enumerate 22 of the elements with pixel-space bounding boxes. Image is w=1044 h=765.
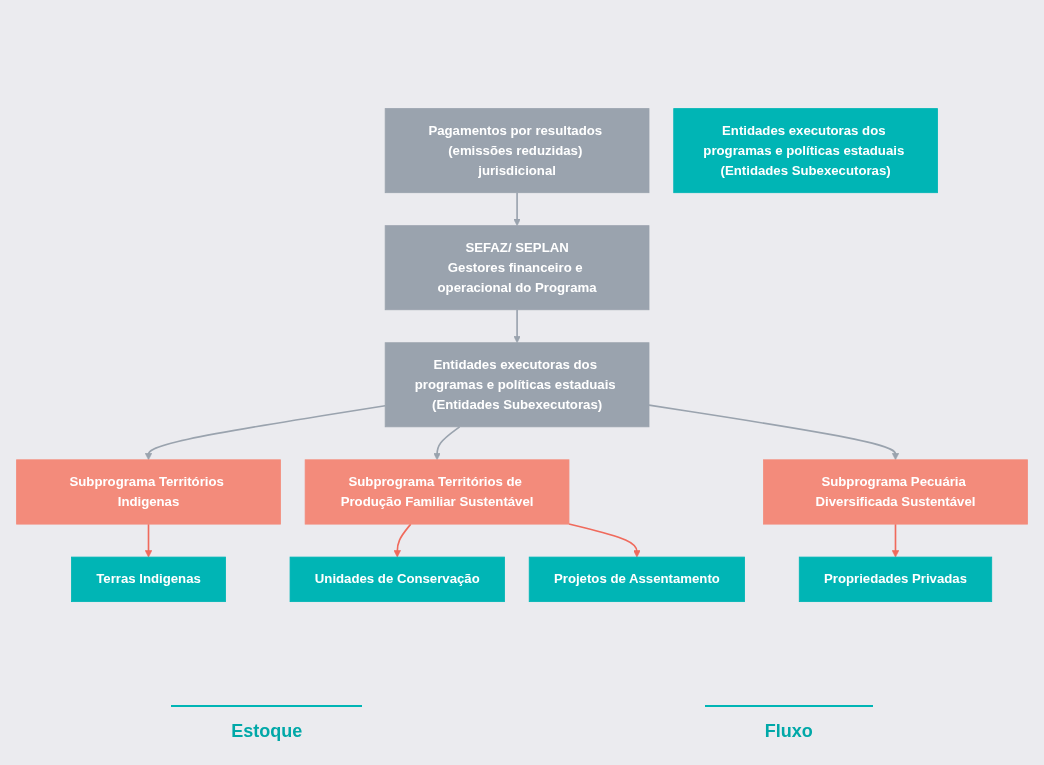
node-box: Pagamentos por resultados (emissões reduzidas) jurisdicional — [384, 108, 650, 193]
node-box: Terras Indigenas — [71, 556, 226, 602]
node-box: Propriedades Privadas — [798, 556, 993, 602]
arrow — [144, 523, 153, 558]
arrow — [568, 523, 641, 558]
node-box: Entidades executoras dos programas e políticas estaduais (Entidades Subexecutoras) — [384, 342, 650, 428]
node-box: Subprograma Pecuária Diversificada Sustentável — [763, 459, 1028, 525]
arrow — [433, 425, 461, 461]
node-box: Projetos de Assentamento — [528, 556, 745, 602]
arrow — [513, 308, 521, 343]
node-box: Subprograma Territórios Indigenas — [16, 459, 281, 525]
bracket-label: Fluxo — [704, 705, 873, 742]
arrow — [513, 191, 521, 226]
node-box: SEFAZ/ SEPLAN Gestores financeiro e operacional do Programa — [384, 225, 650, 311]
bracket-label: Estoque — [171, 705, 363, 742]
node-box: Unidades de Conservação — [289, 556, 505, 602]
node-box: Subprograma Territórios de Produção Familiar Sustentável — [304, 459, 570, 525]
arrow — [393, 523, 412, 558]
arrow — [648, 404, 900, 461]
node-box: Entidades executoras dos programas e políticas estaduais (Entidades Subexecutoras) — [673, 108, 938, 193]
arrow — [891, 523, 900, 558]
arrow — [144, 404, 386, 461]
